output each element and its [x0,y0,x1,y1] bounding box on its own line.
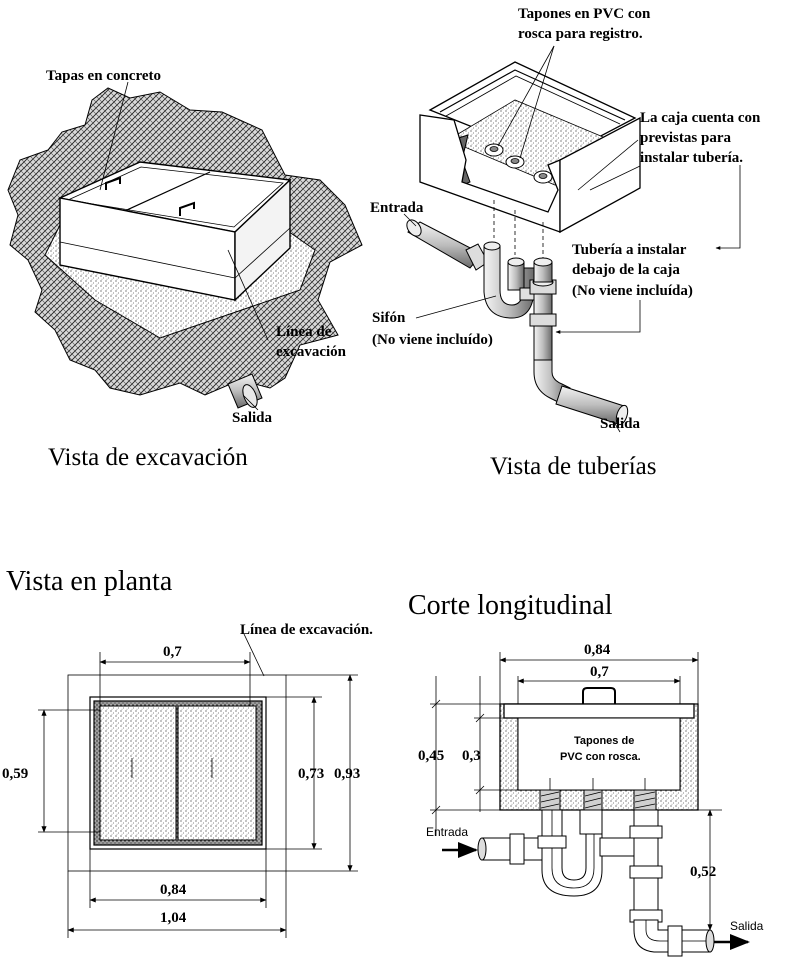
label-excavation-line-2: excavación [276,344,347,360]
leader-siphon [415,295,497,319]
siphon-trap [483,241,537,319]
leader-excavation-line [227,249,269,341]
plan-dim-right-outer: 0,93 [334,766,360,782]
label-plugs-1: Tapones en PVC con [518,6,651,22]
section-label-outlet: Salida [730,919,764,933]
label-lids: Tapas en concreto [46,68,161,84]
caption-excavation: Vista de excavación [48,444,248,471]
section-label-inlet: Entrada [426,825,468,839]
plan-label-excavation: Línea de excavación. [240,622,373,638]
plan-title: Vista en planta [6,566,173,597]
leader-inlet [403,213,417,227]
leader-plan-excavation [243,633,265,677]
section-siphon [537,809,635,897]
plan-dim-right-inner: 0,73 [298,766,324,782]
elbow-outlet-pipe [533,359,629,426]
open-box-side-face [559,116,641,234]
section-box-interior [517,717,681,791]
section-vertical-pipe [629,809,663,923]
plan-dim-top: 0,7 [163,644,182,660]
outlet-pipe-stub [227,373,263,409]
sec-dim-left-tick-2 [431,805,441,815]
open-box-side-band [589,165,641,191]
section-dim-top-inner: 0,7 [590,664,609,680]
plan-dim-bottom-inner: 0,84 [160,882,187,898]
leader-box [577,139,639,191]
vertical-outlet-pipe [529,257,557,363]
label-plugs-2: rosca para registro. [518,26,643,42]
section-dim-right: 0,52 [690,864,716,880]
plan-dim-left: 0,59 [2,766,28,782]
lid-handle-left-icon [105,176,121,190]
excavation-view: Tapas en concreto Línea de excavación Sa… [7,68,363,471]
pvc-plug-2-icon [505,155,525,169]
section-plug-3-icon [633,789,657,811]
plan-view: Vista en planta 0,7 Línea de excavación.… [2,566,373,938]
label-box-1: La caja cuenta con [640,110,761,126]
label-box-3: instalar tubería. [640,150,743,166]
label-siphon-2: (No viene incluído) [372,332,493,348]
box-side-band [234,227,291,279]
label-pipe-1: Tubería a instalar [572,242,687,258]
label-pipe-2: debajo de la caja [572,262,680,278]
box-lid-split [115,171,211,216]
plan-lid-left [99,705,177,841]
open-box-front-face [419,114,561,233]
inlet-pipe [406,219,489,271]
label-outlet-excavation: Salida [232,410,273,426]
box-front-band [59,241,236,279]
leader-lids [99,81,129,191]
leader-outlet [243,395,259,411]
section-plug-2-icon [583,789,603,811]
label-inlet-pipes: Entrada [370,200,424,216]
sec-dim-left-tick-1 [431,699,441,709]
section-view: Corte longitudinal 0,84 0,7 Tapones de P… [408,590,764,957]
leader-plugs-a [497,45,555,147]
section-dim-left-inner: 0,3 [462,748,481,764]
leader-box-to-pipe [715,165,741,250]
open-box-back-walls [439,69,626,121]
plan-excavation-outline [67,674,287,872]
box-top-rim [66,166,284,228]
section-dim-top-outer: 0,84 [584,642,611,658]
caption-pipes: Vista de tuberías [490,453,657,480]
section-title: Corte longitudinal [408,590,613,621]
pvc-plug-1-icon [484,143,504,157]
leader-outlet-pipes [613,421,621,433]
sec-dim-left-tick-3 [475,713,485,723]
label-outlet-pipes: Salida [600,416,641,432]
plan-box-outer [89,696,267,850]
label-siphon-1: Sifón [372,310,406,326]
leader-plugs-b [519,45,555,159]
pvc-plug-3-icon [533,170,553,184]
section-lid [503,703,695,719]
section-plug-1-icon [539,789,561,811]
section-lid-handle-icon [582,687,616,704]
section-inlet-pipe [477,833,549,865]
open-box-rim-inner [445,75,621,125]
label-box-2: previstas para [640,130,731,146]
pipes-view: Tapones en PVC con rosca para registro. … [370,6,761,480]
box-side-face [234,178,291,302]
lid-handle-right-icon [179,201,195,216]
plan-lid-right [177,705,257,841]
section-label-plugs-1: Tapones de [574,735,634,747]
sec-dim-left-tick-4 [475,785,485,795]
label-excavation-line-1: Línea de [276,324,332,340]
section-dim-left-outer: 0,45 [418,748,444,764]
leader-pipe-install [555,300,641,334]
section-outlet-elbow [633,919,715,957]
section-label-plugs-2: PVC con rosca. [560,751,641,763]
label-pipe-3: (No viene incluída) [572,283,693,299]
plan-dim-bottom-outer: 1,04 [160,910,187,926]
